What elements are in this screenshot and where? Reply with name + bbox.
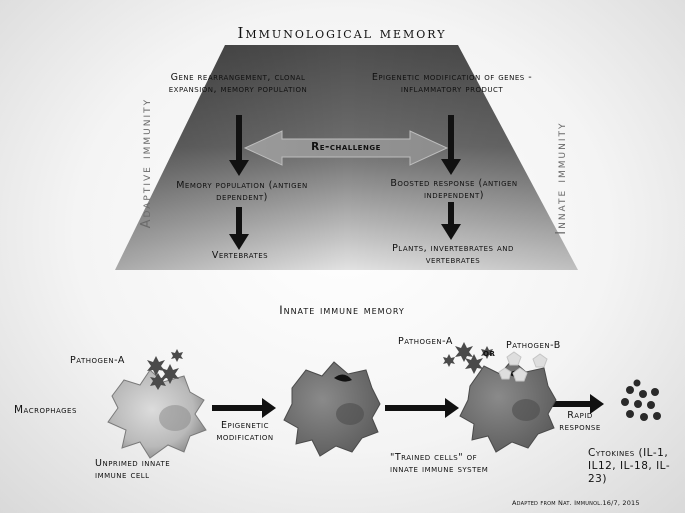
innate-arrow-2 (441, 202, 461, 240)
or-label: or (483, 347, 496, 359)
epigenetic-modification-label: Epigenetic modification (216, 420, 274, 443)
modified-macrophage-cell (283, 361, 381, 457)
adaptive-top-text: Gene rearrangement, clonal expansion, me… (168, 72, 308, 95)
arrow-to-cytokines (542, 394, 604, 414)
innate-immunity-label: Innate immunity (553, 121, 569, 235)
cytokines-label: Cytokines (IL-1, IL12, IL-18, IL-23) (588, 447, 671, 486)
adaptive-arrow-1 (229, 115, 249, 176)
innate-bottom-text: Plants, invertebrates and vertebrates (392, 243, 514, 266)
adaptive-middle-text: Memory population (antigen dependent) (176, 180, 308, 203)
rapid-response-label: Rapid response (559, 410, 601, 433)
innate-middle-text: Boosted response (antigen independent) (390, 178, 518, 201)
diagram-title: Immunological memory (237, 24, 447, 42)
adaptive-immunity-label: Adaptive immunity (138, 97, 154, 229)
innate-arrow-1 (441, 115, 461, 175)
adaptive-arrow-2 (229, 207, 249, 250)
trained-cells-label: "Trained cells" of innate immune system (390, 452, 489, 475)
macrophages-label: Macrophages (14, 404, 77, 416)
innate-top-text: Epigenetic modification of genes - infla… (371, 72, 533, 95)
rechallenge-label: Re-challenge (311, 141, 381, 153)
pathogen-b-label: Pathogen-B (506, 340, 561, 351)
unprimed-macrophage-cell (107, 369, 207, 459)
rechallenge-arrow (243, 130, 449, 166)
pathogen-a-stars-left (147, 349, 183, 390)
arrow-to-trained (385, 398, 459, 418)
adaptive-bottom-text: Vertebrates (211, 250, 269, 261)
arrow-to-epigenetic (212, 398, 276, 418)
cytokine-dots (621, 379, 661, 421)
section-title-innate-memory: Innate immune memory (279, 303, 405, 317)
pathogen-b-shapes (498, 351, 548, 382)
unprimed-cell-label: Unprimed innate immune cell (95, 458, 171, 481)
pathogen-a-right-label: Pathogen-A (398, 336, 453, 347)
pathogen-a-left-label: Pathogen-A (70, 355, 125, 366)
citation-label: Adapted from Nat. Immunol.16/7, 2015 (512, 499, 640, 507)
pathogen-a-stars-right (443, 342, 493, 374)
